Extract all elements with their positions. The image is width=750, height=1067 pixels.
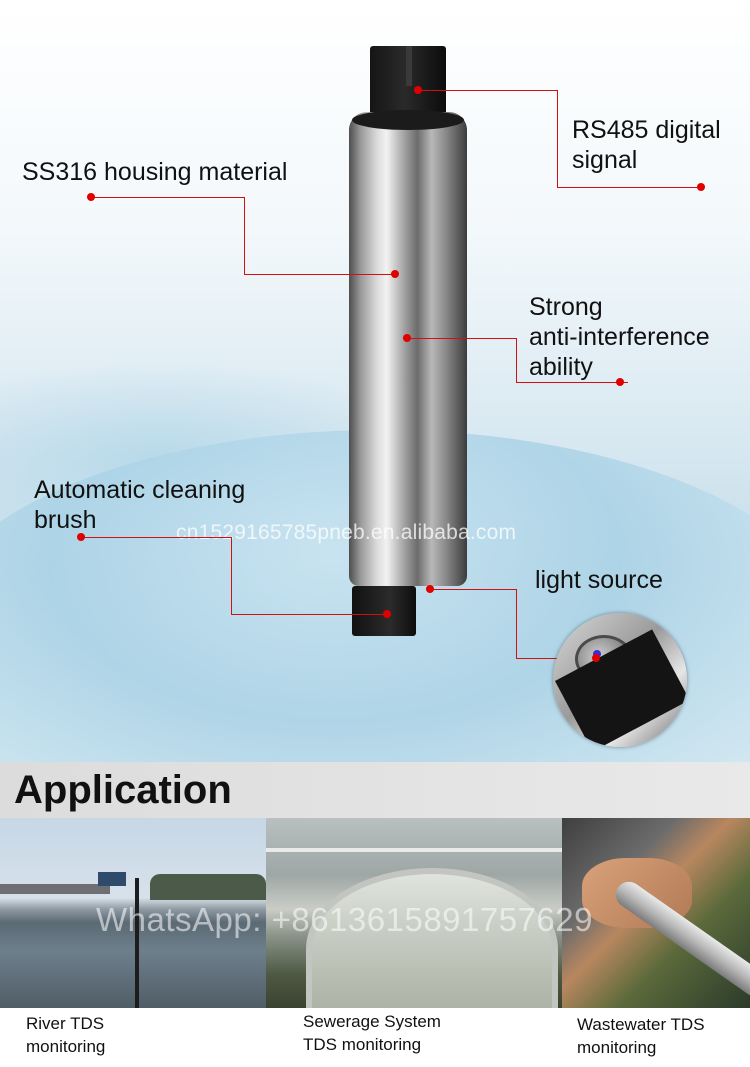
brush-dot-start	[77, 533, 85, 541]
river-treeline	[150, 874, 266, 900]
caption-sewerage: Sewerage System TDS monitoring	[303, 1010, 441, 1056]
brush-dot-end	[383, 610, 391, 618]
sensor-cap-notch	[406, 46, 412, 86]
light-source-closeup-photo	[553, 613, 687, 747]
caption-river: River TDS monitoring	[26, 1012, 105, 1058]
wastewater-photo	[562, 818, 750, 1008]
interference-dot-end	[616, 378, 624, 386]
interference-label-line1: Strong	[529, 293, 603, 321]
light-dot-start	[426, 585, 434, 593]
rs485-label-line2: signal	[572, 146, 638, 174]
river-billboard	[98, 872, 126, 886]
caption-wastewater-line2: monitoring	[577, 1038, 657, 1057]
interference-label-line2: anti-interference	[529, 323, 710, 351]
store-watermark: cn1529165785pneb.en.alibaba.com	[176, 521, 517, 544]
housing-dot-start	[87, 193, 95, 201]
rs485-leader-v	[557, 90, 558, 188]
application-title: Application	[14, 768, 232, 812]
river-sensor-pole	[135, 878, 139, 1008]
rs485-dot-end	[697, 183, 705, 191]
housing-label: SS316 housing material	[22, 158, 288, 186]
brush-leader-v	[231, 537, 232, 614]
caption-river-line1: River TDS	[26, 1014, 105, 1033]
caption-wastewater: Wastewater TDS monitoring	[577, 1013, 705, 1059]
sewerage-photo	[266, 818, 562, 1008]
sewerage-railing	[266, 848, 562, 852]
caption-sewerage-line2: TDS monitoring	[303, 1035, 422, 1054]
product-hero: cn1529165785pneb.en.alibaba.com RS485 di…	[0, 0, 750, 762]
interference-leader-h1	[407, 338, 517, 339]
interference-label-line3: ability	[529, 353, 593, 381]
brush-leader-h1	[81, 537, 231, 538]
light-dot-end	[592, 654, 600, 662]
housing-leader-h2	[244, 274, 395, 275]
interference-dot-start	[403, 334, 411, 342]
interference-leader-v	[516, 338, 517, 382]
housing-dot-end	[391, 270, 399, 278]
light-source-label: light source	[535, 566, 663, 594]
interference-leader-h2	[516, 382, 628, 383]
light-leader-v	[516, 589, 517, 658]
sewerage-tank	[306, 868, 558, 1008]
application-header-bar	[0, 762, 750, 818]
river-bridge	[0, 884, 110, 894]
rs485-leader-h1	[418, 90, 558, 91]
caption-river-line2: monitoring	[26, 1037, 106, 1056]
caption-wastewater-line1: Wastewater TDS	[577, 1015, 705, 1034]
brush-label-line1: Automatic cleaning	[34, 476, 246, 504]
whatsapp-watermark: WhatsApp: +8613615891757629	[96, 901, 593, 938]
light-leader-h1	[430, 589, 516, 590]
rs485-dot-start	[414, 86, 422, 94]
rs485-leader-h2	[557, 187, 701, 188]
rs485-label-line1: RS485 digital	[572, 116, 721, 144]
brush-leader-h2	[231, 614, 387, 615]
housing-leader-v	[244, 197, 245, 274]
housing-leader-h1	[91, 197, 244, 198]
brush-label-line2: brush	[34, 506, 97, 534]
caption-sewerage-line1: Sewerage System	[303, 1012, 441, 1031]
sensor-body-top-ring	[352, 110, 464, 130]
river-photo	[0, 818, 266, 1008]
sensor-stainless-body	[349, 112, 467, 586]
